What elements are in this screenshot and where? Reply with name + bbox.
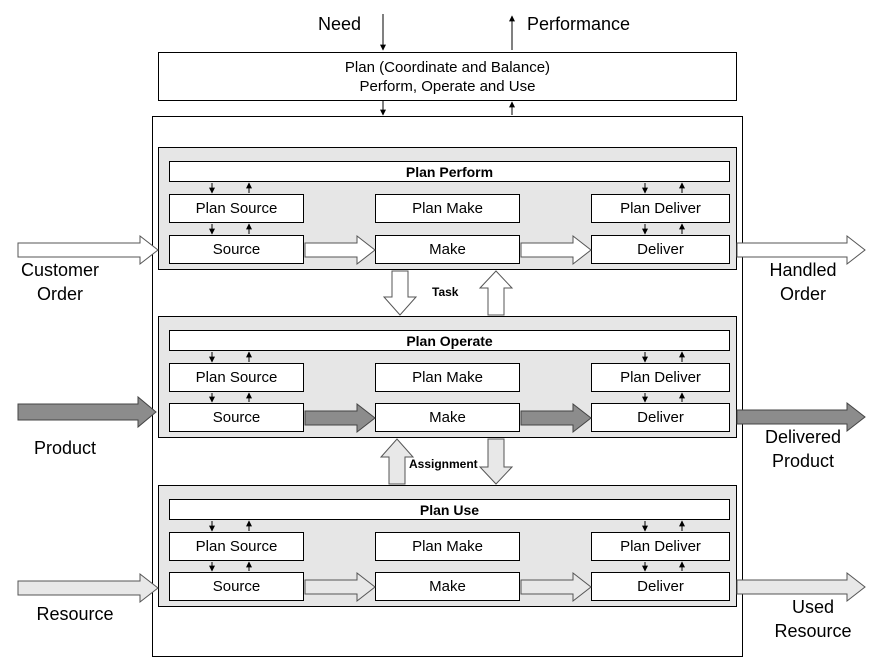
performance-label: Performance bbox=[527, 14, 631, 34]
use-plan-deliver: Plan Deliver bbox=[591, 532, 730, 561]
product-in-arrow bbox=[17, 395, 157, 429]
use-plan-make: Plan Make bbox=[375, 532, 520, 561]
customer-order-line2: Order bbox=[36, 284, 83, 304]
operate-plan-source: Plan Source bbox=[169, 363, 304, 392]
operate-plan-deliver: Plan Deliver bbox=[591, 363, 730, 392]
perform-plan-deliver: Plan Deliver bbox=[591, 194, 730, 223]
need-label: Need bbox=[318, 14, 362, 34]
resource-label: Resource bbox=[36, 604, 114, 624]
used-resource-line1: Used bbox=[791, 597, 835, 617]
perform-small-arrows bbox=[209, 182, 685, 235]
use-make: Make bbox=[375, 572, 520, 601]
customer-order-in-arrow bbox=[17, 234, 159, 266]
task-down-arrow bbox=[382, 270, 418, 316]
assignment-down-arrow bbox=[478, 438, 514, 485]
plan-perform-title: Plan Perform bbox=[169, 161, 730, 182]
plan-coordinate-box: Plan (Coordinate and Balance) Perform, O… bbox=[158, 52, 737, 101]
used-resource-label: Used Resource bbox=[763, 595, 863, 643]
handled-order-line1: Handled bbox=[769, 260, 837, 280]
task-label: Task bbox=[432, 285, 459, 299]
handled-order-out-arrow bbox=[736, 234, 866, 266]
operate-deliver: Deliver bbox=[591, 403, 730, 432]
perform-plan-source: Plan Source bbox=[169, 194, 304, 223]
task-arrows bbox=[382, 270, 514, 316]
delivered-product-line2: Product bbox=[771, 451, 835, 471]
operate-small-arrows bbox=[209, 351, 685, 403]
perform-source: Source bbox=[169, 235, 304, 264]
plan-coordinate-line2: Perform, Operate and Use bbox=[359, 77, 536, 95]
perform-plan-make: Plan Make bbox=[375, 194, 520, 223]
assignment-up-arrow bbox=[379, 438, 415, 485]
use-source: Source bbox=[169, 572, 304, 601]
assignment-label: Assignment bbox=[409, 457, 478, 471]
handled-order-line2: Order bbox=[779, 284, 826, 304]
used-resource-out-arrow bbox=[736, 571, 866, 603]
use-small-arrows bbox=[209, 520, 685, 572]
use-plan-source: Plan Source bbox=[169, 532, 304, 561]
assignment-arrows bbox=[379, 438, 514, 485]
use-flow-arrows bbox=[17, 571, 866, 604]
perform-make: Make bbox=[375, 235, 520, 264]
plan-use-title: Plan Use bbox=[169, 499, 730, 520]
operate-source: Source bbox=[169, 403, 304, 432]
customer-order-line1: Customer bbox=[20, 260, 100, 280]
resource-in-arrow bbox=[17, 572, 159, 604]
product-label: Product bbox=[33, 438, 97, 458]
used-resource-line2: Resource bbox=[774, 621, 852, 641]
task-up-arrow bbox=[478, 270, 514, 316]
use-deliver: Deliver bbox=[591, 572, 730, 601]
plan-operate-title: Plan Operate bbox=[169, 330, 730, 351]
operate-flow-arrows bbox=[17, 395, 866, 434]
delivered-product-label: Delivered Product bbox=[753, 425, 853, 473]
delivered-product-line1: Delivered bbox=[764, 427, 842, 447]
operate-plan-make: Plan Make bbox=[375, 363, 520, 392]
plan-coordinate-line1: Plan (Coordinate and Balance) bbox=[344, 58, 551, 76]
delivered-product-out-arrow bbox=[736, 401, 866, 433]
perform-deliver: Deliver bbox=[591, 235, 730, 264]
handled-order-label: Handled Order bbox=[753, 258, 853, 306]
perform-flow-arrows bbox=[17, 234, 866, 266]
customer-order-label: Customer Order bbox=[10, 258, 110, 306]
operate-make: Make bbox=[375, 403, 520, 432]
